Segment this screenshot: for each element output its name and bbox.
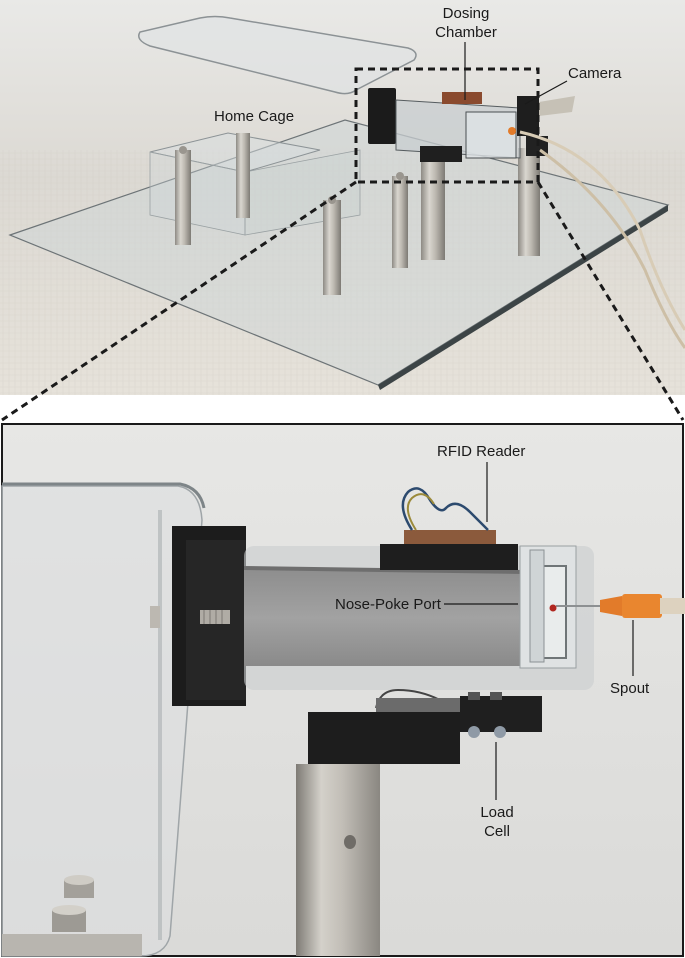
home-cage-wall <box>1 485 203 957</box>
spout-small <box>508 127 516 135</box>
zoom-box <box>354 67 540 184</box>
camera-bracket <box>539 96 575 116</box>
top-panel <box>0 0 685 422</box>
zoom-line-right <box>536 181 685 421</box>
spout-body <box>622 594 662 618</box>
camera-small <box>517 96 539 136</box>
label-rfid-reader: RFID Reader <box>437 443 526 460</box>
bottom-panel <box>1 423 685 957</box>
label-dosing-chamber-line1: Dosing <box>442 5 490 22</box>
support-posts <box>175 133 540 295</box>
label-home-cage: Home Cage <box>214 108 295 125</box>
label-camera: Camera <box>568 65 622 82</box>
cable <box>539 148 685 349</box>
label-spout: Spout <box>610 680 650 697</box>
post <box>392 176 408 268</box>
nose-poke-tube <box>244 570 524 666</box>
post <box>518 148 540 256</box>
spout-droplet <box>549 604 557 612</box>
label-load-cell-line1: Load <box>480 804 514 821</box>
main-support-post <box>296 764 380 956</box>
label-dosing-chamber-line2: Chamber <box>435 24 497 41</box>
dosing-chamber-mount <box>368 88 396 144</box>
post-hole <box>344 835 356 849</box>
load-cell-block <box>376 698 476 714</box>
cable <box>519 130 685 331</box>
load-cell-small <box>420 146 462 162</box>
rfid-small <box>442 92 482 104</box>
rfid-wires <box>401 487 489 531</box>
dosing-chamber-front <box>465 111 517 159</box>
load-cell-assembly <box>308 688 542 764</box>
spout-tube <box>660 598 685 614</box>
top-acrylic-sheet <box>138 15 417 95</box>
mounting-screw <box>150 606 230 628</box>
cage-screws <box>2 875 142 956</box>
load-cell-base <box>308 712 460 764</box>
home-cage-rim <box>2 482 206 509</box>
base-plate-edge <box>378 205 668 390</box>
rfid-housing <box>380 544 518 570</box>
label-nose-poke-port: Nose-Poke Port <box>335 596 441 613</box>
spout-assembly <box>549 594 685 618</box>
post <box>175 150 191 245</box>
rfid-board <box>404 530 496 544</box>
load-cell-bracket <box>460 696 542 732</box>
camera-leader <box>524 80 568 105</box>
post <box>421 160 445 260</box>
spout-hub <box>600 596 622 616</box>
post <box>236 133 250 218</box>
label-load-cell-line2: Cell <box>484 823 510 840</box>
chamber-window-inner <box>529 549 545 663</box>
rfid-reader-assembly <box>380 487 518 570</box>
post <box>323 200 341 295</box>
